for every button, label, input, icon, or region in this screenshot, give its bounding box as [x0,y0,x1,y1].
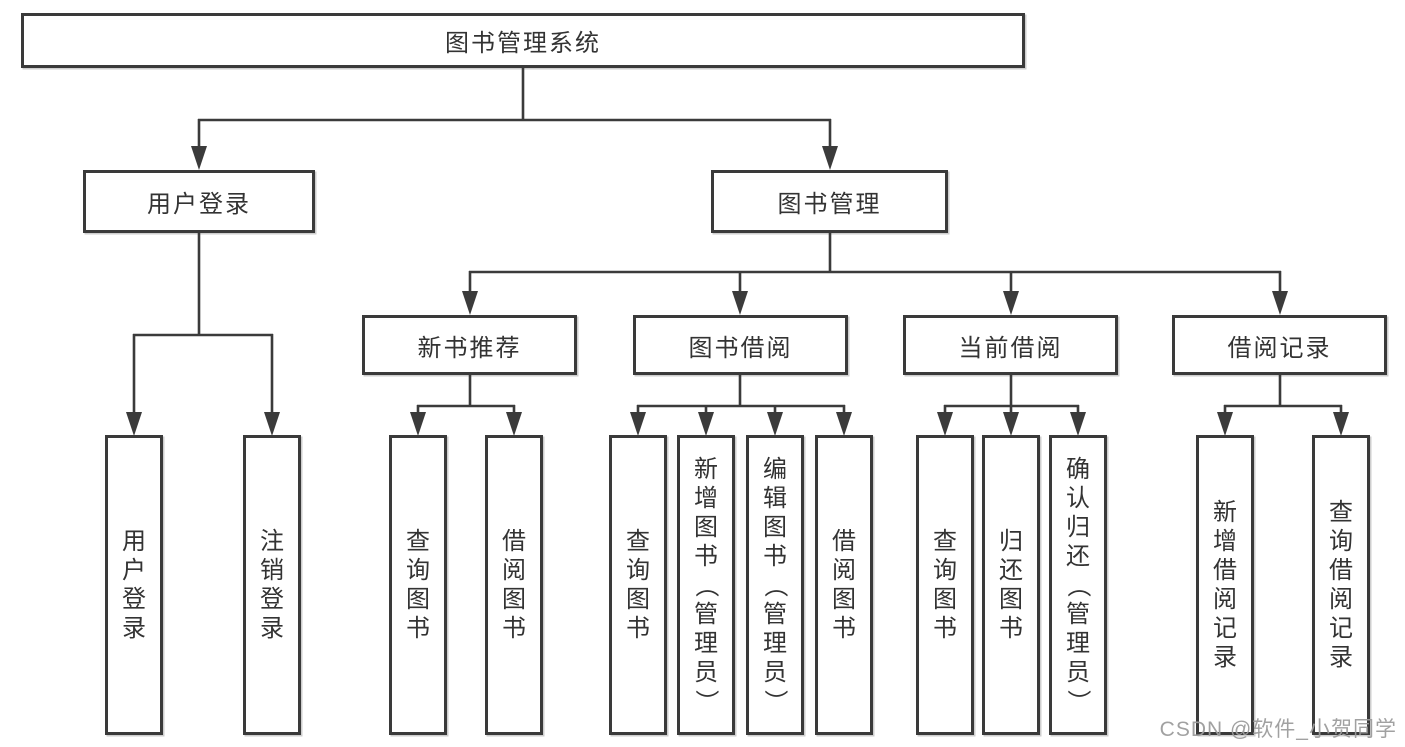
connector-arrow-leaf-user-login [126,334,142,436]
connector-arrow-leaf-confirm-return [1070,405,1086,436]
node-new-book-recommend: 新书推荐 [362,315,577,375]
leaf-label: 归还图书 [999,528,1023,642]
node-user-login: 用户登录 [83,170,315,233]
leaf-user-login: 用户登录 [105,435,163,735]
connector-arrow-leaf-logout [264,334,280,436]
leaf-query-borrow-record: 查询借阅记录 [1312,435,1370,735]
leaf-label: 查询图书 [626,528,650,642]
leaf-label: 查询借阅记录 [1329,499,1353,671]
leaf-query-book-recommend: 查询图书 [389,435,447,735]
leaf-label: 查询图书 [933,528,957,642]
leaf-logout: 注销登录 [243,435,301,735]
leaf-label: 注销登录 [260,528,284,642]
node-label: 借阅记录 [1227,334,1332,362]
leaf-label: 编辑图书（管理员） [761,455,789,714]
node-root-book-management-system: 图书管理系统 [21,13,1025,68]
leaf-label: 借阅图书 [832,528,856,642]
connector-arrow-borrow-records [1272,271,1288,315]
node-label: 当前借阅 [958,334,1063,362]
leaf-query-book-borrow: 查询图书 [609,435,667,735]
node-book-management: 图书管理 [711,170,948,233]
leaf-label: 新增借阅记录 [1213,499,1237,671]
connector-arrow-leaf-edit-book [767,405,783,436]
leaf-query-book-current: 查询图书 [916,435,974,735]
node-label: 图书借阅 [688,334,793,362]
leaf-confirm-return-admin: 确认归还（管理员） [1049,435,1107,735]
connector-arrow-book-management [822,119,838,170]
leaf-borrow-book-recommend: 借阅图书 [485,435,543,735]
leaf-label: 新增图书（管理员） [692,455,720,714]
connector-arrow-leaf-query-book-3 [937,405,953,436]
connector-arrow-leaf-query-book-2 [630,405,646,436]
leaf-edit-book-admin: 编辑图书（管理员） [746,435,804,735]
connector-arrow-leaf-borrow-book-1 [506,405,522,436]
leaf-return-book: 归还图书 [982,435,1040,735]
node-label: 图书管理系统 [445,30,601,57]
node-label: 图书管理 [777,191,882,218]
leaf-add-borrow-record: 新增借阅记录 [1196,435,1254,735]
csdn-watermark: CSDN @软件_小贺同学 [1159,718,1397,741]
connector-arrow-leaf-query-borrow-record [1333,405,1349,436]
node-label: 新书推荐 [417,334,522,362]
connector-arrow-leaf-borrow-book-2 [836,405,852,436]
connector-arrow-leaf-add-borrow-record [1217,405,1233,436]
leaf-label: 借阅图书 [502,528,526,642]
connector-arrow-new-book-recommend [462,271,478,315]
connector-arrow-current-borrow [1003,271,1019,315]
node-label: 用户登录 [147,191,251,218]
connector-arrow-leaf-query-book-1 [410,405,426,436]
connector-arrow-user-login [191,119,207,170]
node-current-borrow: 当前借阅 [903,315,1118,375]
leaf-label: 用户登录 [122,528,146,642]
connector-arrow-leaf-return-book [1003,405,1019,436]
node-book-borrow: 图书借阅 [633,315,848,375]
connector-arrow-book-borrow [732,271,748,315]
leaf-add-book-admin: 新增图书（管理员） [677,435,735,735]
connector-arrow-leaf-add-book [698,405,714,436]
leaf-label: 确认归还（管理员） [1064,455,1092,714]
leaf-borrow-book: 借阅图书 [815,435,873,735]
node-borrow-records: 借阅记录 [1172,315,1387,375]
leaf-label: 查询图书 [406,528,430,642]
